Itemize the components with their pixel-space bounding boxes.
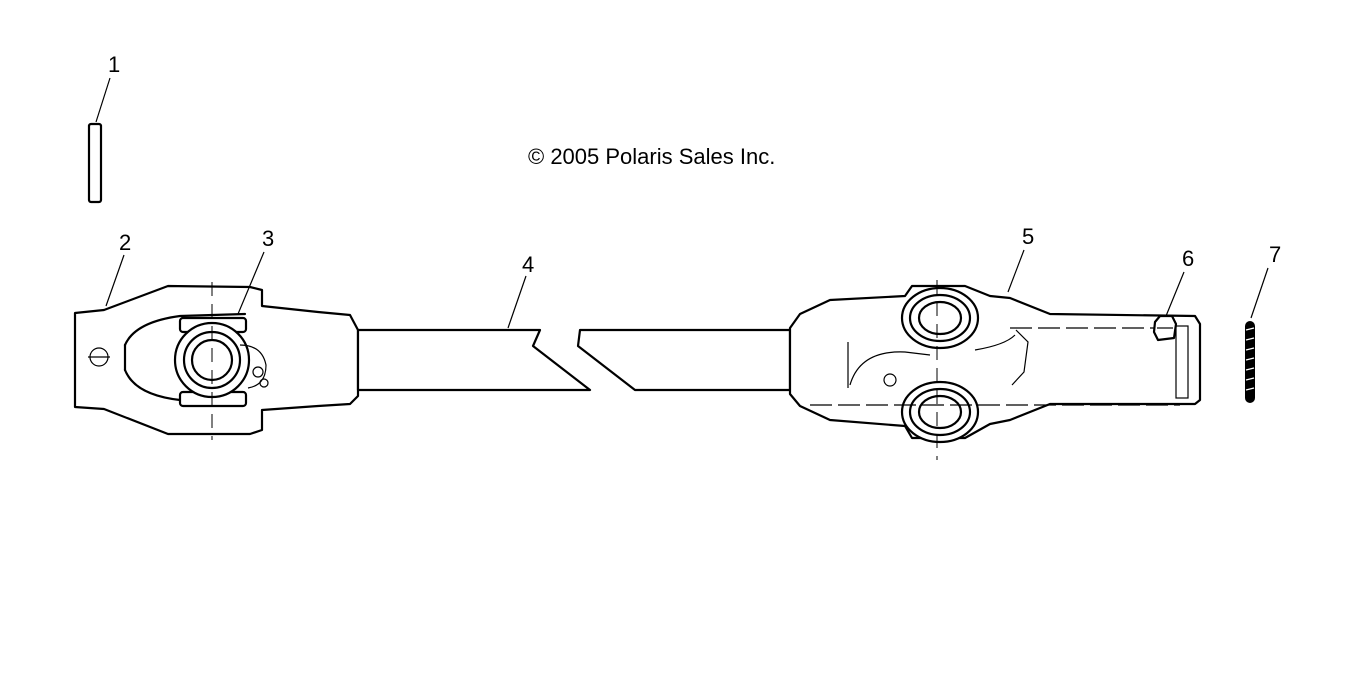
copyright-text: © 2005 Polaris Sales Inc. [528,144,775,169]
leader-line-4 [507,275,527,329]
part-5-rear-yoke-assembly [788,284,1202,444]
part-1-roll-pin [87,122,103,204]
part-3-universal-joint [173,316,269,408]
leader-line-7 [1250,267,1269,319]
part-7-spring-pin [1245,321,1255,403]
callout-5: 5 [1022,224,1034,249]
callout-4: 4 [522,252,534,277]
leader-line-1 [95,77,111,123]
callout-6: 6 [1182,246,1194,271]
part-4-shaft-tube [356,328,792,392]
callout-7: 7 [1269,242,1281,267]
leader-line-5 [1007,249,1025,293]
leader-line-6 [1165,271,1185,317]
callout-2: 2 [119,230,131,255]
callout-1: 1 [108,52,120,77]
leader-line-3 [237,251,265,315]
leader-line-2 [105,254,125,307]
part-6-grease-fitting [1152,314,1178,342]
callout-3: 3 [262,226,274,251]
